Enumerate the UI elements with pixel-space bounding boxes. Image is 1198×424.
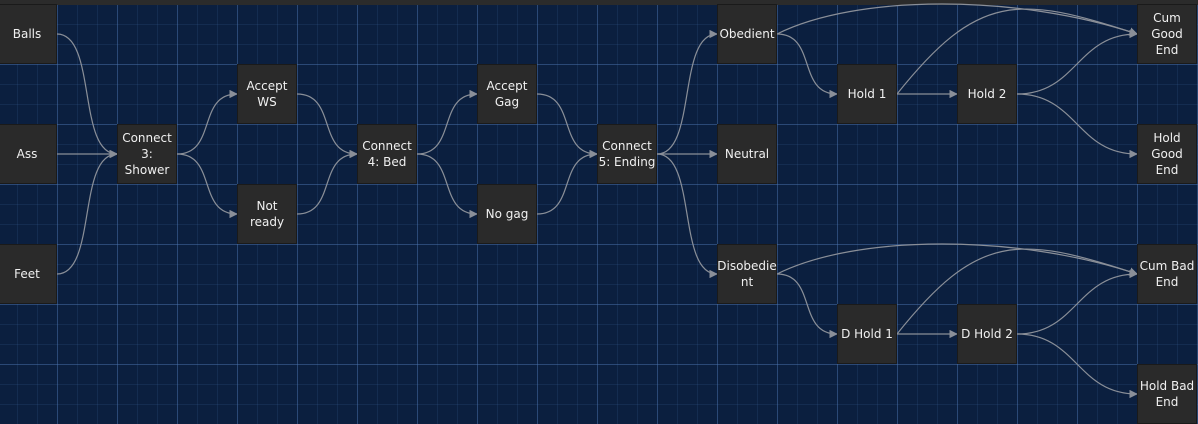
node-neutral[interactable]: Neutral xyxy=(717,124,777,184)
node-connect-5-ending[interactable]: Connect 5: Ending xyxy=(597,124,657,184)
node-hold-2[interactable]: Hold 2 xyxy=(957,64,1017,124)
node-balls[interactable]: Balls xyxy=(0,4,57,64)
node-cum-good-end[interactable]: Cum Good End xyxy=(1137,4,1197,64)
edge-connect5-to-disobedient xyxy=(656,153,718,279)
node-connect-3-shower[interactable]: Connect 3: Shower xyxy=(117,124,177,184)
edge-disobedient-to-cum_bad_end xyxy=(776,243,1138,276)
edge-d_hold2-to-hold_bad_end xyxy=(1016,333,1138,399)
edge-connect3-to-not_ready xyxy=(176,153,238,219)
node-no-gag[interactable]: No gag xyxy=(477,184,537,244)
node-hold-good-end[interactable]: Hold Good End xyxy=(1137,124,1197,184)
edge-obedient-to-hold1 xyxy=(776,33,838,99)
node-feet[interactable]: Feet xyxy=(0,244,57,304)
edge-accept_gag-to-connect5 xyxy=(536,93,598,159)
edge-no_gag-to-connect5 xyxy=(536,149,598,215)
edge-disobedient-to-d_hold1 xyxy=(776,273,838,339)
node-d-hold-2[interactable]: D Hold 2 xyxy=(957,304,1017,364)
edge-balls-to-connect3 xyxy=(56,33,118,159)
edge-hold2-to-cum_good_end xyxy=(1016,29,1138,95)
edge-feet-to-connect3 xyxy=(56,149,118,275)
edge-connect5-to-obedient xyxy=(656,29,718,155)
edge-hold1-to-cum_good_end xyxy=(896,8,1138,95)
node-accept-gag[interactable]: Accept Gag xyxy=(477,64,537,124)
node-disobedient[interactable]: Disobedie nt xyxy=(717,244,777,304)
node-cum-bad-end[interactable]: Cum Bad End xyxy=(1137,244,1197,304)
edge-d_hold2-to-cum_bad_end xyxy=(1016,269,1138,335)
edge-hold2-to-hold_good_end xyxy=(1016,93,1138,159)
top-toolbar-edge xyxy=(0,0,1198,5)
node-ass[interactable]: Ass xyxy=(0,124,57,184)
edge-connect4-to-accept_gag xyxy=(416,89,478,155)
node-connect-4-bed[interactable]: Connect 4: Bed xyxy=(357,124,417,184)
node-obedient[interactable]: Obedient xyxy=(717,4,777,64)
edge-obedient-to-cum_good_end xyxy=(776,3,1138,36)
edge-connect4-to-no_gag xyxy=(416,153,478,219)
node-accept-ws[interactable]: Accept WS xyxy=(237,64,297,124)
edge-d_hold1-to-cum_bad_end xyxy=(896,248,1138,335)
node-not-ready[interactable]: Not ready xyxy=(237,184,297,244)
edge-accept_ws-to-connect4 xyxy=(296,93,358,159)
node-hold-1[interactable]: Hold 1 xyxy=(837,64,897,124)
edge-connect3-to-accept_ws xyxy=(176,89,238,155)
node-hold-bad-end[interactable]: Hold Bad End xyxy=(1137,364,1197,424)
node-d-hold-1[interactable]: D Hold 1 xyxy=(837,304,897,364)
edge-not_ready-to-connect4 xyxy=(296,149,358,215)
